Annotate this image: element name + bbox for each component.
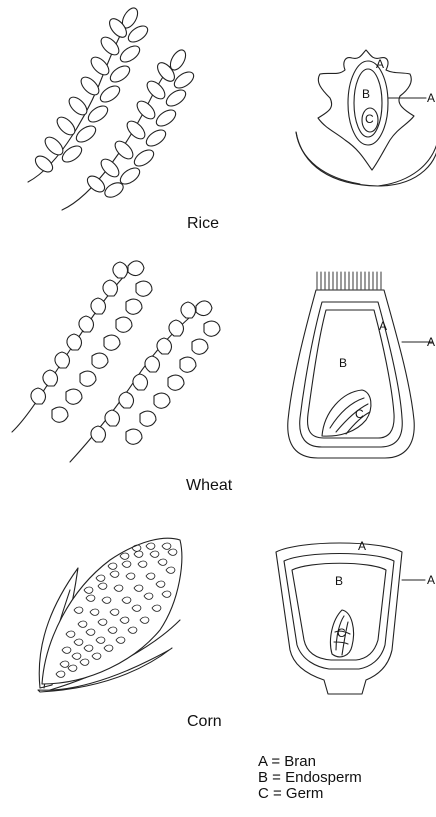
wheat-label-bran-inner: A xyxy=(379,320,387,332)
rice-label-endosperm: B xyxy=(362,88,370,100)
wheat-label-bran-outer: A xyxy=(427,336,435,348)
corn-label-bran-outer: A xyxy=(427,574,435,586)
rice-plant-illustration xyxy=(28,5,196,210)
rice-label-bran-outer: A xyxy=(427,92,435,104)
corn-label-germ: C xyxy=(337,627,346,639)
legend-item-bran: A = Bran xyxy=(258,754,362,770)
corn-label-bran-inner: A xyxy=(358,540,366,552)
grain-label-rice: Rice xyxy=(187,216,219,232)
wheat-kernel-cross-section xyxy=(288,272,432,458)
rice-label-bran-inner: A xyxy=(376,58,384,70)
corn-cob-illustration xyxy=(38,538,182,692)
legend-item-germ: C = Germ xyxy=(258,786,362,802)
wheat-plant-illustration xyxy=(12,261,220,462)
legend: A = Bran B = Endosperm C = Germ xyxy=(258,754,362,802)
rice-label-germ: C xyxy=(365,113,374,125)
grain-label-corn: Corn xyxy=(187,714,222,730)
corn-label-endosperm: B xyxy=(335,575,343,587)
wheat-label-endosperm: B xyxy=(339,357,347,369)
legend-item-endosperm: B = Endosperm xyxy=(258,770,362,786)
grain-label-wheat: Wheat xyxy=(186,478,232,494)
wheat-label-germ: C xyxy=(355,408,364,420)
corn-kernel-cross-section xyxy=(276,543,425,694)
